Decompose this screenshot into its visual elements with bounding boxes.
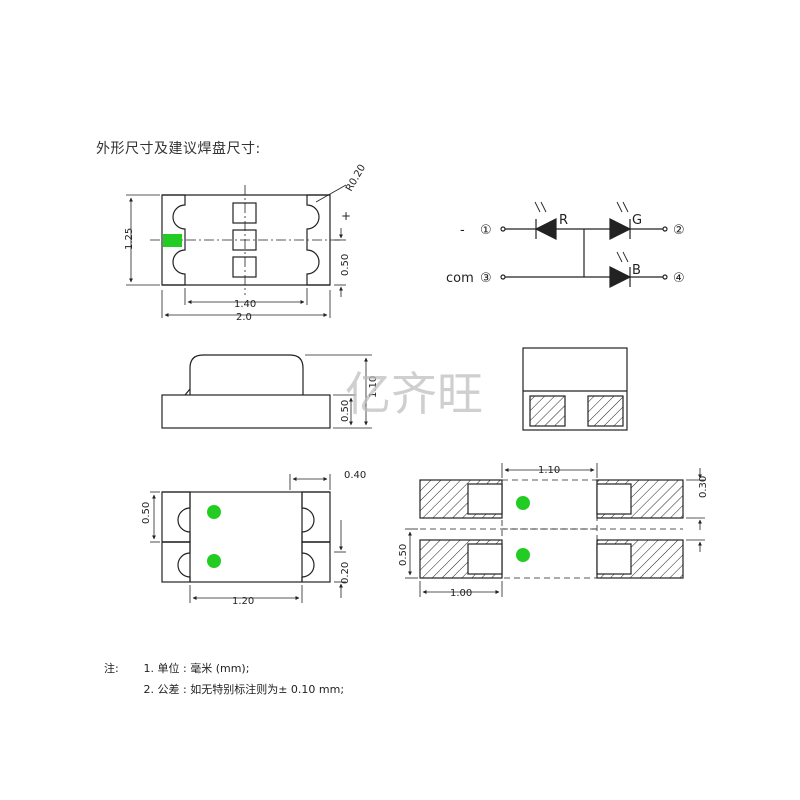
pad-height-label: 0.30 xyxy=(698,476,709,498)
note-2-number: 2. xyxy=(143,683,155,696)
bottom-green-dot-top xyxy=(207,505,221,519)
bottom-inner-width-label: 1.20 xyxy=(232,596,254,607)
pin2-label: ② xyxy=(673,223,685,238)
com-label: com xyxy=(446,271,474,286)
note-1-number: 1. xyxy=(143,662,155,675)
top-height-label: 1.25 xyxy=(124,228,135,250)
side-view-dimensions xyxy=(305,354,372,429)
bottom-pad-pitch-label: 0.50 xyxy=(141,502,152,524)
pad-pitch-label: 0.50 xyxy=(398,544,409,566)
notes-prefix: 注: xyxy=(104,662,119,675)
pad-green-dot-bottom xyxy=(516,548,530,562)
pin1-label: ① xyxy=(480,223,492,238)
top-pitch-label: 0.50 xyxy=(340,254,351,276)
led-b-symbol xyxy=(609,266,632,288)
side-view-front xyxy=(161,354,331,429)
side-total-height-label: 1.10 xyxy=(368,376,379,398)
pin3-label: ③ xyxy=(480,271,492,286)
led-r-symbol xyxy=(534,218,557,240)
bottom-gap-label: 0.20 xyxy=(340,562,351,584)
pad-length-label: 1.00 xyxy=(450,588,472,599)
top-radius-label: R0.20 xyxy=(344,163,368,194)
polarity-green-marker xyxy=(163,234,182,247)
drawing-title: 外形尺寸及建议焊盘尺寸: xyxy=(96,141,261,157)
watermark-text: 亿齐旺 xyxy=(345,367,483,421)
led-b-label: B xyxy=(632,263,641,278)
led-r-label: R xyxy=(559,213,568,228)
side-base-height-label: 0.50 xyxy=(340,400,351,422)
circuit-schematic xyxy=(500,201,668,288)
note-2-text: 公差 : 如无特别标注则为± 0.10 mm; xyxy=(157,683,345,696)
pad-layout xyxy=(419,479,684,579)
bottom-view-dimensions xyxy=(150,474,346,603)
led-g-label: G xyxy=(632,213,642,228)
bottom-view xyxy=(161,491,331,583)
pad-layout-dimensions xyxy=(405,463,705,597)
note-row-1: 注: 1. 单位 : 毫米 (mm); xyxy=(104,658,344,679)
pad-green-dot-top xyxy=(516,496,530,510)
top-width-label: 2.0 xyxy=(236,312,252,323)
bottom-green-dot-bottom xyxy=(207,554,221,568)
pad-span-label: 1.10 xyxy=(538,465,560,476)
led-g-symbol xyxy=(609,218,632,240)
notes-block: 注: 1. 单位 : 毫米 (mm); 2. 公差 : 如无特别标注则为± 0.… xyxy=(104,658,344,700)
minus-label: - xyxy=(460,223,465,238)
side-view-end xyxy=(522,347,628,431)
top-pad-spacing-label: 1.40 xyxy=(234,299,256,310)
pad-layout-guides xyxy=(420,479,683,579)
pin4-label: ④ xyxy=(673,271,685,286)
top-view-dimensions xyxy=(126,184,347,318)
polarity-plus-label: + xyxy=(341,209,351,223)
note-1-text: 单位 : 毫米 (mm); xyxy=(157,662,250,675)
note-row-2: 2. 公差 : 如无特别标注则为± 0.10 mm; xyxy=(104,679,345,700)
bottom-pad-width-label: 0.40 xyxy=(344,470,366,481)
